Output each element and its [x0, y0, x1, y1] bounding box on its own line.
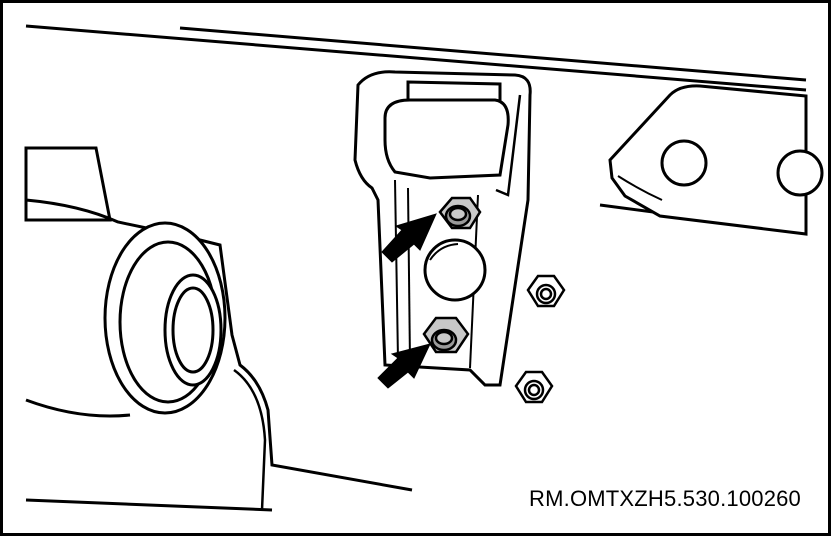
side-bracket	[608, 84, 824, 236]
plate-center-hole	[423, 238, 487, 302]
left-tube	[24, 146, 413, 512]
bracket-hole-right	[776, 149, 824, 197]
loose-nut-lower	[514, 370, 554, 404]
tube-end-sleeve	[103, 221, 227, 415]
loose-nut-upper	[526, 274, 566, 308]
reference-code: RM.OMTXZH5.530.100260	[529, 486, 801, 511]
bracket-hole-left	[660, 139, 708, 187]
callout-arrow-lower	[377, 343, 431, 389]
lower-bolt	[422, 316, 470, 354]
upper-bolt	[438, 196, 482, 230]
callout-arrow-upper	[381, 213, 437, 263]
mounting-plate	[353, 70, 532, 387]
